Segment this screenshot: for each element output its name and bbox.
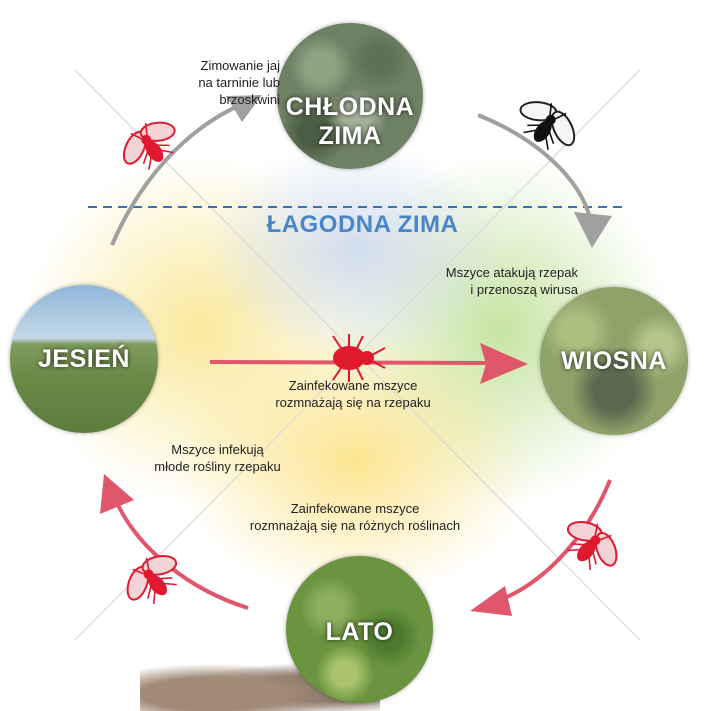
- cold-winter-label: CHŁODNA ZIMA: [286, 93, 415, 151]
- summer-circle: LATO: [286, 556, 433, 703]
- cold-winter-circle: CHŁODNA ZIMA: [277, 23, 423, 169]
- spring-circle: WIOSNA: [540, 287, 688, 435]
- mild-winter-title: ŁAGODNA ZIMA: [240, 211, 485, 239]
- autumn-circle: JESIEŃ: [10, 285, 158, 433]
- note-egg-overwintering: Zimowanie jaj na tarninie lub brzoskwini: [150, 57, 280, 108]
- note-infected-on-various-plants: Zainfekowane mszyce rozmnażają się na ró…: [225, 500, 485, 534]
- note-aphids-attack: Mszyce atakują rzepak i przenoszą wirusa: [408, 264, 578, 298]
- summer-label: LATO: [326, 618, 394, 647]
- autumn-label: JESIEŃ: [38, 345, 130, 374]
- winged-aphid-black-icon: [507, 86, 589, 161]
- note-infected-on-rapeseed: Zainfekowane mszyce rozmnażają się na rz…: [258, 377, 448, 411]
- spring-label: WIOSNA: [561, 347, 667, 376]
- note-infect-young-plants: Mszyce infekują młode rośliny rzepaku: [140, 441, 295, 475]
